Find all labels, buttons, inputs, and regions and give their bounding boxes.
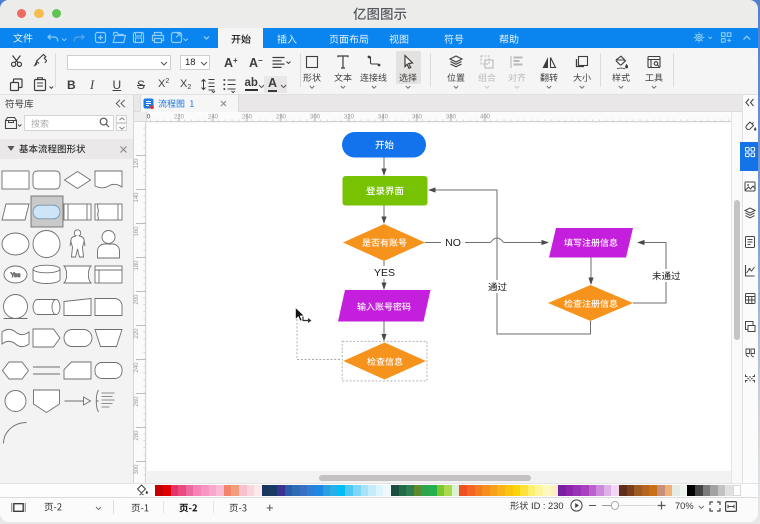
svg-text:220: 220 <box>174 114 185 120</box>
svg-text:NO: NO <box>445 237 461 249</box>
svg-text:220: 220 <box>134 328 140 339</box>
svg-text:280: 280 <box>276 114 287 120</box>
svg-text:140: 140 <box>134 192 140 203</box>
svg-text:240: 240 <box>134 362 140 373</box>
svg-text:120: 120 <box>134 158 140 169</box>
svg-text:Yes: Yes <box>11 273 21 279</box>
svg-text:YES: YES <box>374 267 395 279</box>
svg-text:200: 200 <box>134 294 140 305</box>
svg-text:180: 180 <box>134 260 140 271</box>
svg-text:0: 0 <box>147 114 151 121</box>
svg-text:160: 160 <box>134 226 140 237</box>
svg-text:260: 260 <box>134 396 140 407</box>
svg-text:340: 340 <box>378 114 389 120</box>
svg-text:300: 300 <box>310 114 321 120</box>
svg-text:240: 240 <box>208 114 219 120</box>
svg-text:400: 400 <box>480 114 491 120</box>
svg-text:280: 280 <box>134 430 140 441</box>
svg-text:360: 360 <box>412 114 423 120</box>
svg-text:260: 260 <box>242 114 253 120</box>
svg-text:320: 320 <box>344 114 355 120</box>
svg-text:380: 380 <box>446 114 457 120</box>
svg-text:300: 300 <box>134 464 140 475</box>
